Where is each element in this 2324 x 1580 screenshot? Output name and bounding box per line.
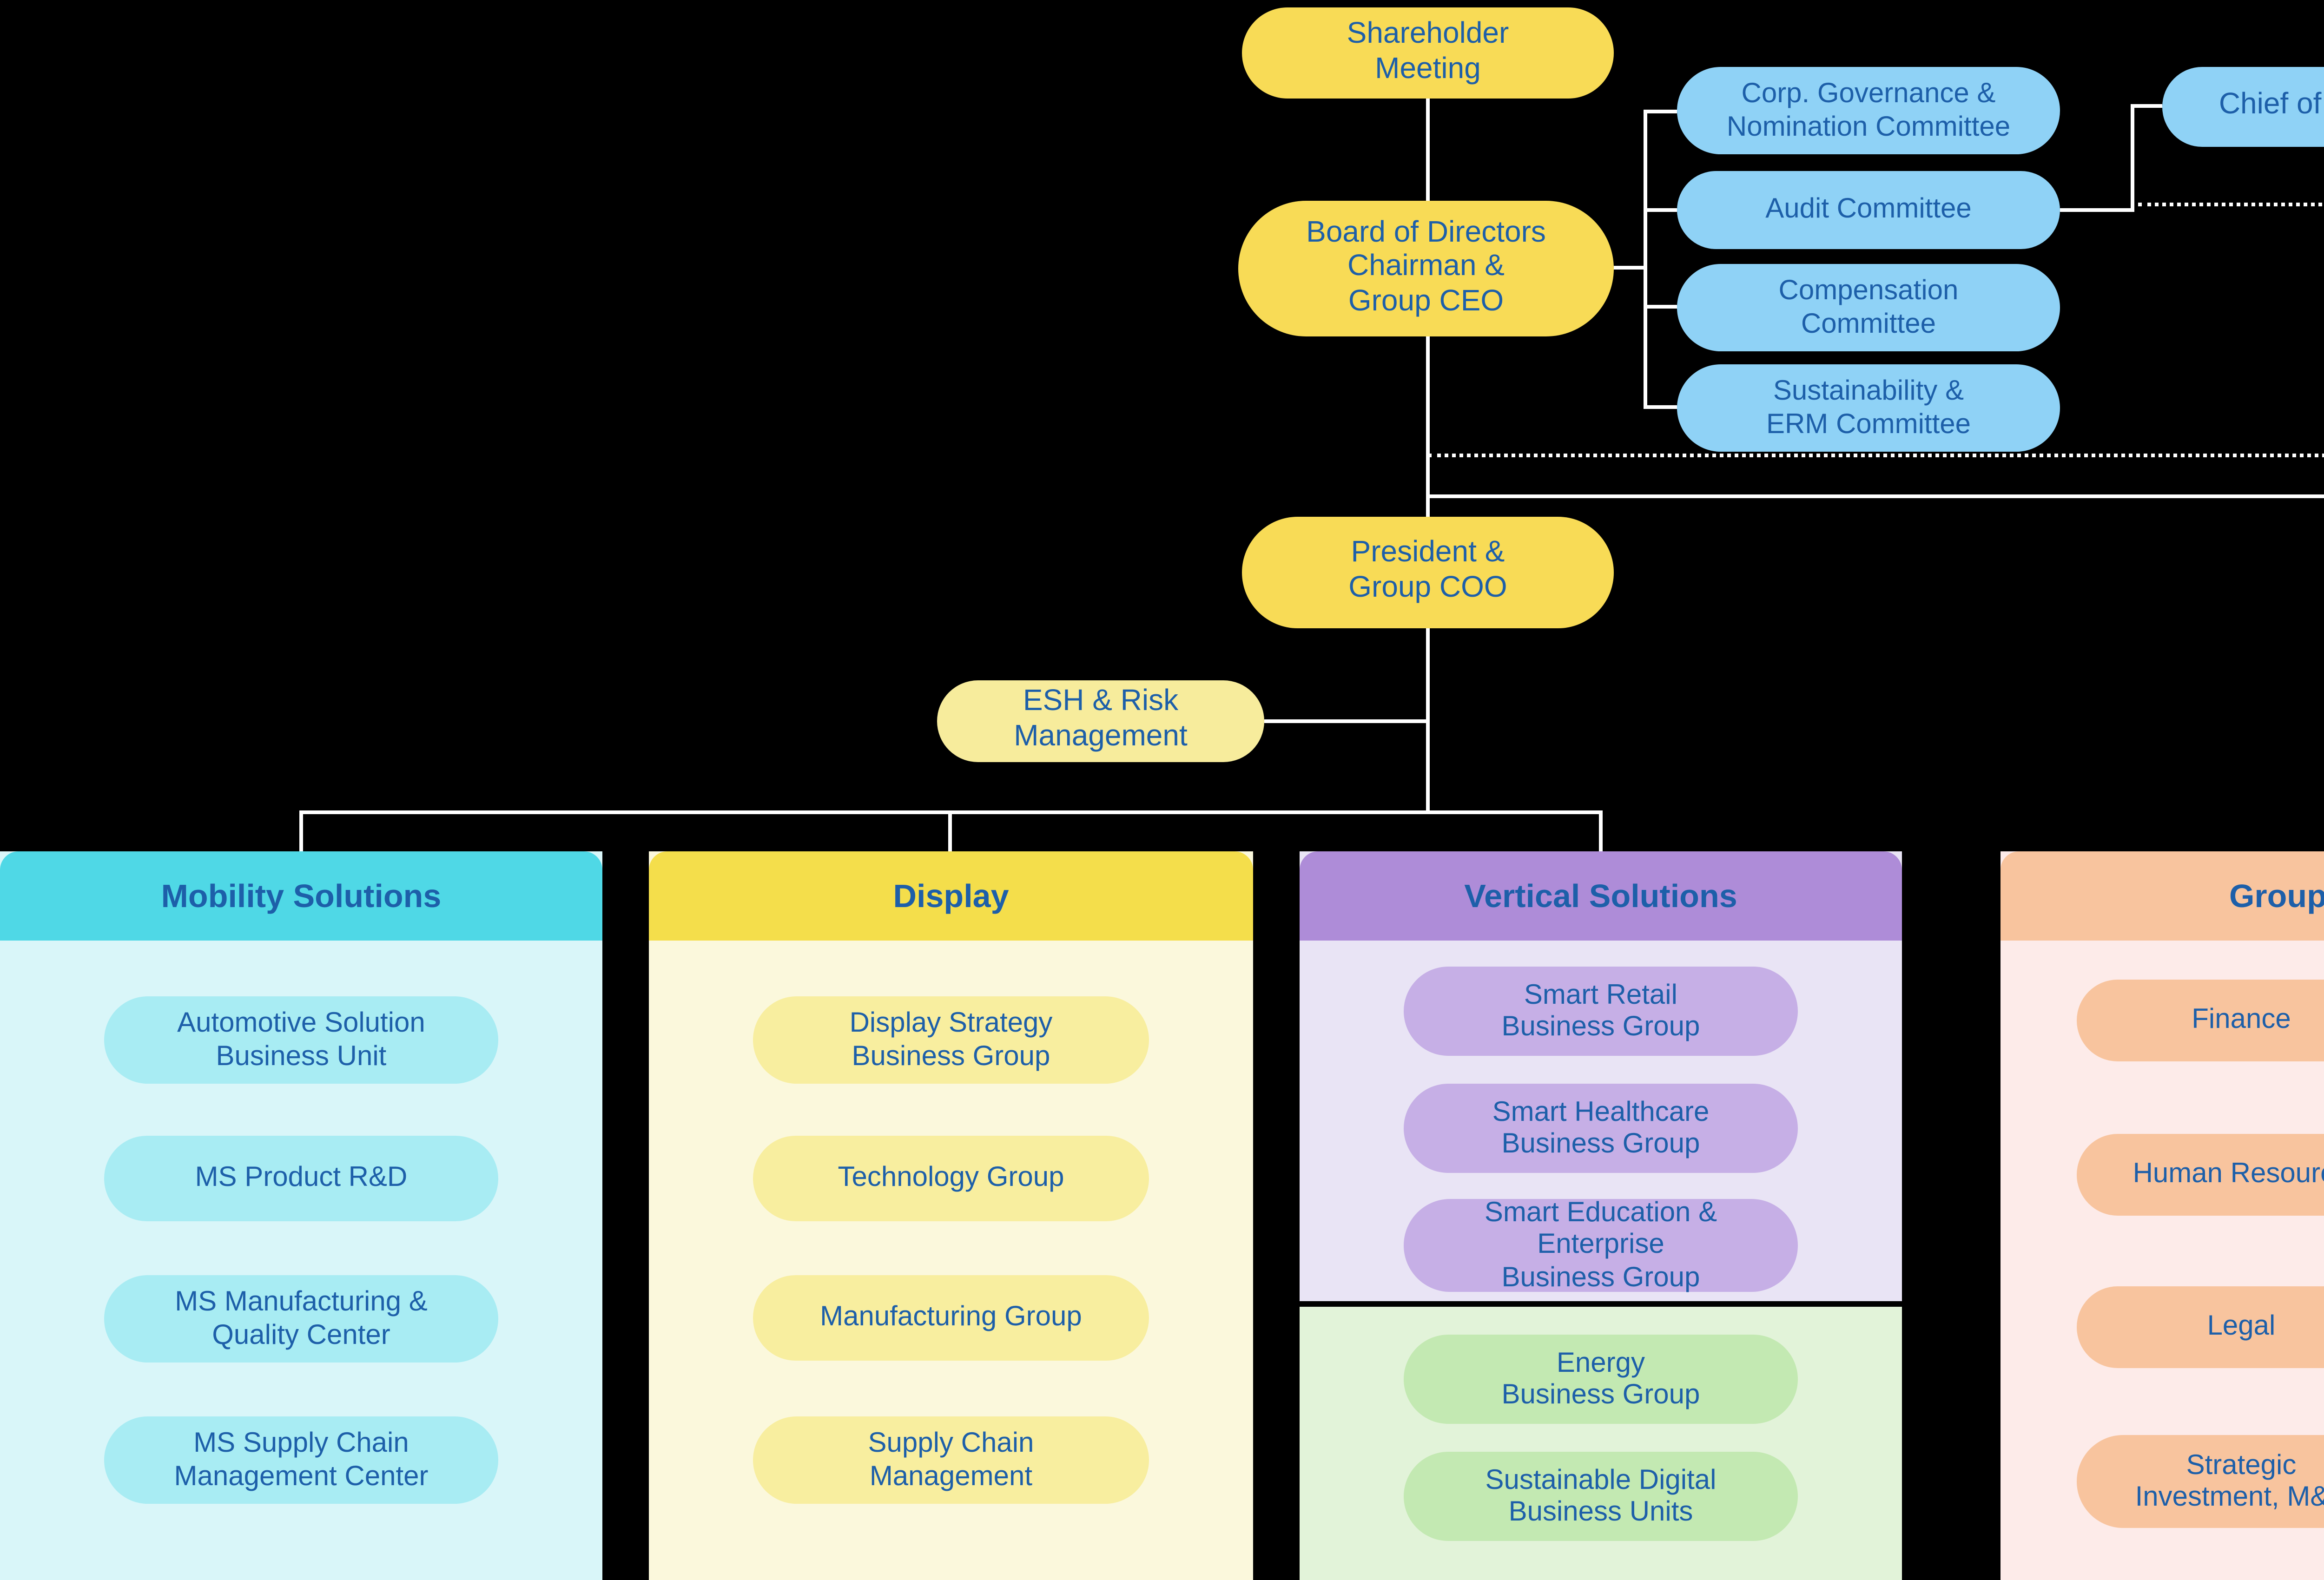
node-sustainability-erm-committee: Sustainability & ERM Committee [1677, 364, 2060, 452]
connector-drop-mobility [299, 810, 303, 851]
dotted-chief-to-center [1428, 454, 2324, 457]
node-board-of-directors: Board of Directors Chairman & Group CEO [1238, 201, 1614, 336]
connector-audit-elbow-v [2131, 104, 2134, 212]
connector-committee-stub-3 [1644, 305, 1677, 309]
division-display: Display Display Strategy Business Group … [649, 851, 1253, 1580]
node-shareholder-meeting: Shareholder Meeting [1242, 7, 1614, 99]
division-mobility-solutions: Mobility Solutions Automotive Solution B… [0, 851, 602, 1580]
node-finance: Finance [2077, 980, 2324, 1061]
division-header-group-infrastructure-unit: Group Infrastructure Unit [2000, 851, 2324, 941]
division-group-infrastructure-unit: Group Infrastructure Unit Finance Digita… [2000, 851, 2324, 1580]
connector-infra-horizontal [1426, 494, 2324, 498]
connector-committee-stub-2 [1644, 208, 1677, 212]
node-corp-governance-committee: Corp. Governance & Nomination Committee [1677, 67, 2060, 154]
connector-drop-display [948, 810, 952, 851]
connector-committee-spine [1644, 110, 1647, 409]
node-smart-healthcare-business-group: Smart Healthcare Business Group [1404, 1084, 1798, 1173]
node-ms-supply-chain-management-center: MS Supply Chain Management Center [104, 1416, 498, 1504]
node-automotive-solution-business-unit: Automotive Solution Business Unit [104, 996, 498, 1084]
node-energy-business-group: Energy Business Group [1404, 1335, 1798, 1424]
connector-audit-elbow-h [2060, 208, 2134, 212]
connector-board-president [1426, 336, 1430, 517]
node-supply-chain-management: Supply Chain Management [753, 1416, 1149, 1504]
node-legal: Legal [2077, 1286, 2324, 1368]
node-audit-committee: Audit Committee [1677, 171, 2060, 249]
dotted-audit-right [2138, 203, 2324, 206]
division-vertical-solutions-energy: Energy Business Group Sustainable Digita… [1300, 1307, 1902, 1580]
node-display-strategy-business-group: Display Strategy Business Group [753, 996, 1149, 1084]
node-human-resource: Human Resource [2077, 1134, 2324, 1216]
division-header-vertical-solutions: Vertical Solutions [1300, 851, 1902, 941]
connector-committee-stub-1 [1644, 110, 1677, 113]
division-header-display: Display [649, 851, 1253, 941]
connector-president-branch [1426, 628, 1430, 814]
connector-shareholder-board [1426, 99, 1430, 201]
node-president-group-coo: President & Group COO [1242, 517, 1614, 628]
connector-committee-stub-4 [1644, 405, 1677, 409]
connector-elbow-chief [2131, 104, 2162, 108]
node-smart-education-enterprise-business-group: Smart Education & Enterprise Business Gr… [1404, 1197, 1798, 1293]
node-ms-manufacturing-quality-center: MS Manufacturing & Quality Center [104, 1275, 498, 1363]
connector-esh [1264, 719, 1428, 723]
node-ms-product-rd: MS Product R&D [104, 1136, 498, 1221]
node-chief-of-compliance: Chief of Compliance [2162, 67, 2324, 147]
node-technology-group: Technology Group [753, 1136, 1149, 1221]
connector-board-committees [1614, 266, 1645, 270]
node-compensation-committee: Compensation Committee [1677, 264, 2060, 351]
node-strategic-investment-ma: Strategic Investment, M&A [2077, 1435, 2324, 1528]
node-smart-retail-business-group: Smart Retail Business Group [1404, 967, 1798, 1056]
node-sustainable-digital-business-units: Sustainable Digital Business Units [1404, 1452, 1798, 1541]
division-vertical-solutions: Vertical Solutions Smart Retail Business… [1300, 851, 1902, 1301]
node-esh-risk-management: ESH & Risk Management [937, 680, 1264, 762]
node-manufacturing-group: Manufacturing Group [753, 1275, 1149, 1361]
division-header-mobility-solutions: Mobility Solutions [0, 851, 602, 941]
connector-drop-vertical [1599, 810, 1603, 851]
